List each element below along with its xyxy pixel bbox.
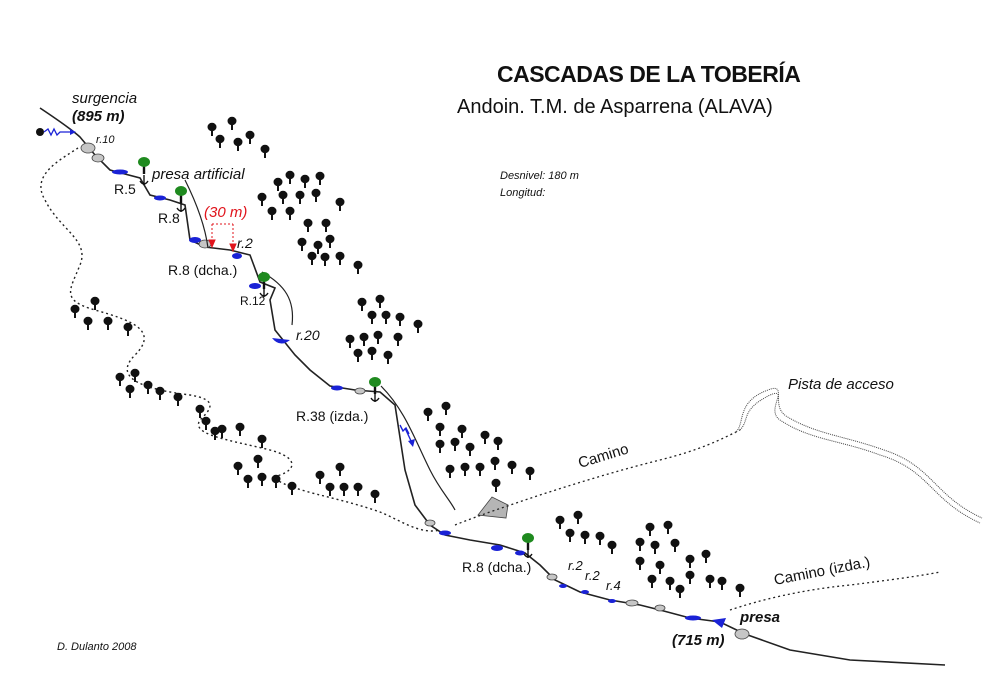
r8-dcha-label-a: R.8 (dcha.) — [168, 262, 237, 278]
surgencia-label: surgencia — [72, 90, 137, 107]
r2-label-b: r.2 — [568, 558, 583, 573]
pista-acceso-label: Pista de acceso — [788, 376, 894, 393]
camino-izda-path — [729, 571, 941, 611]
slope-lines — [184, 179, 456, 511]
desnivel-label: Desnivel: 180 m — [500, 170, 579, 182]
r4-label: r.4 — [606, 578, 621, 593]
presa-artificial-label: presa artificial — [151, 166, 245, 183]
dotted-path-left — [40, 147, 441, 532]
drop-30m-marker — [208, 223, 237, 253]
anchor-points — [138, 157, 534, 559]
presa-label: presa — [739, 609, 780, 626]
r10-label: r.10 — [96, 134, 115, 146]
longitud-label: Longitud: — [500, 187, 545, 199]
pista-acceso — [739, 392, 981, 524]
page-subtitle: Andoin. T.M. de Asparrena (ALAVA) — [457, 96, 773, 118]
page-title: CASCADAS DE LA TOBERÍA — [497, 60, 800, 87]
camino-label: Camino — [576, 440, 630, 471]
water-pools — [112, 169, 726, 628]
30m-label: (30 m) — [204, 204, 247, 221]
alt-top-label: (895 m) — [72, 108, 125, 125]
rocks — [80, 142, 750, 640]
spring-icon — [36, 127, 76, 137]
forest-trees — [70, 116, 745, 598]
r38-label: R.38 (izda.) — [296, 408, 368, 424]
alt-bottom-label: (715 m) — [672, 632, 725, 649]
r12-label: R.12 — [240, 294, 266, 308]
r2-label-c: r.2 — [585, 568, 600, 583]
flow-arrow-icon — [399, 424, 415, 447]
r8-dcha-label-b: R.8 (dcha.) — [462, 559, 531, 575]
author-label: D. Dulanto 2008 — [57, 641, 137, 653]
r2-label-a: r.2 — [237, 235, 253, 251]
camino-path — [454, 429, 741, 526]
r8-label: R.8 — [158, 210, 180, 226]
r5-label: R.5 — [114, 181, 136, 197]
r20-label: r.20 — [296, 327, 320, 343]
camino-izda-label: Camino (izda.) — [773, 554, 872, 589]
